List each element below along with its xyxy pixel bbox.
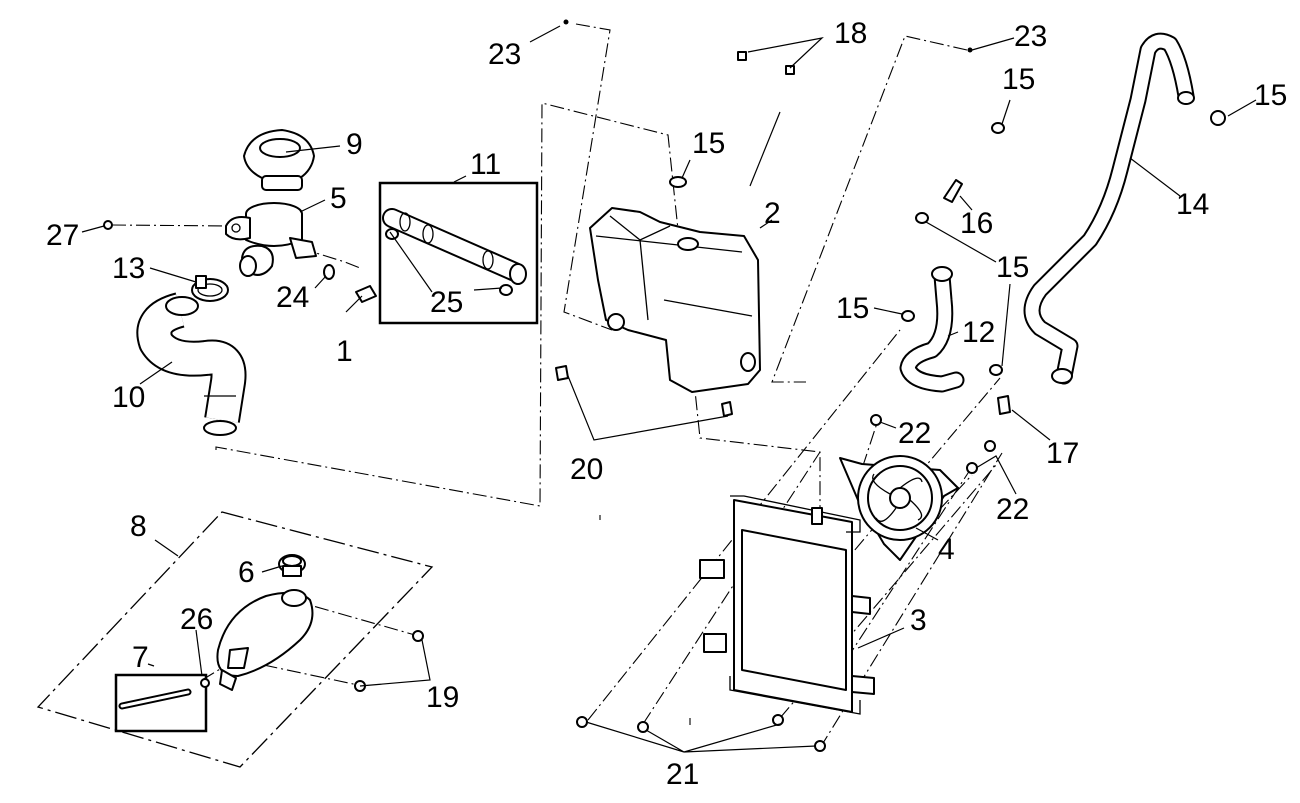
callout-4: 4 xyxy=(938,533,955,566)
kit-frame-8 xyxy=(36,511,434,768)
callout-27: 27 xyxy=(46,219,79,252)
clamp-15-e xyxy=(669,176,687,188)
callout-15-c: 15 xyxy=(1254,79,1287,112)
callout-labels: 1 2 3 4 5 6 7 8 9 10 11 12 13 14 15 15 1… xyxy=(46,17,1287,791)
small-hardware xyxy=(354,19,1226,752)
box-7 xyxy=(114,673,208,733)
part-16-fitting xyxy=(943,179,963,203)
part-11-group xyxy=(378,181,539,325)
screw-23-a xyxy=(563,19,569,25)
callout-17: 17 xyxy=(1046,437,1079,470)
callout-7: 7 xyxy=(132,641,149,674)
callout-11: 11 xyxy=(470,148,501,181)
part-2-reservoir xyxy=(589,207,761,393)
bolt-19-a xyxy=(412,630,424,642)
bolt-21-b xyxy=(637,721,649,733)
callout-24: 24 xyxy=(276,281,309,314)
clamp-15-b xyxy=(991,122,1005,134)
bolt-20-a xyxy=(555,365,569,381)
bolts-18 xyxy=(737,51,795,75)
part-27-screw xyxy=(103,220,113,230)
callout-15-b: 15 xyxy=(1002,63,1035,96)
bolt-21-a xyxy=(576,716,588,728)
clamp-15-c xyxy=(915,212,929,224)
callout-15-e: 15 xyxy=(836,292,869,325)
part-3-radiator xyxy=(699,495,875,715)
part-14-hose xyxy=(1023,32,1195,385)
callout-15-a: 15 xyxy=(692,127,725,160)
part-24-oring xyxy=(323,264,335,280)
callout-16: 16 xyxy=(960,207,993,240)
bolt-21-d xyxy=(814,740,826,752)
callout-22-b: 22 xyxy=(996,493,1029,526)
part-4-fan xyxy=(839,455,959,561)
part-13-clamp xyxy=(191,275,229,302)
callout-14: 14 xyxy=(1176,188,1209,221)
callout-23-b: 23 xyxy=(1014,20,1047,53)
callout-22-a: 22 xyxy=(898,417,931,450)
part-5-housing xyxy=(225,202,317,277)
part-9-cap xyxy=(243,129,315,191)
bolt-22-c xyxy=(966,462,978,474)
screw-23-b xyxy=(967,47,973,53)
part-17-fitting xyxy=(997,395,1011,415)
clamp-15-a xyxy=(1210,110,1226,126)
bolt-20-b xyxy=(721,401,733,417)
part-7-hose xyxy=(118,688,192,710)
part-12-hose xyxy=(899,266,965,393)
bolt-22-b xyxy=(984,440,996,452)
callout-13: 13 xyxy=(112,252,145,285)
clamp-15-d xyxy=(901,310,915,322)
callout-23-a: 23 xyxy=(488,38,521,71)
part-expansion-tank xyxy=(200,589,314,691)
callout-21: 21 xyxy=(666,758,699,791)
callout-26: 26 xyxy=(180,603,213,636)
callout-10: 10 xyxy=(112,381,145,414)
callout-3: 3 xyxy=(910,604,927,637)
callout-15-d: 15 xyxy=(996,251,1029,284)
callout-20: 20 xyxy=(570,453,603,486)
clamp-15-f xyxy=(989,364,1003,376)
callout-2: 2 xyxy=(764,197,781,230)
callout-5: 5 xyxy=(330,182,347,215)
callout-8: 8 xyxy=(130,510,147,543)
callout-25: 25 xyxy=(430,286,463,319)
callout-12: 12 xyxy=(962,316,995,349)
bolt-21-c xyxy=(772,714,784,726)
callout-19: 19 xyxy=(426,681,459,714)
callout-6: 6 xyxy=(238,556,255,589)
part-10-hose xyxy=(136,292,247,436)
callout-18: 18 xyxy=(834,17,867,50)
bolt-22-a xyxy=(870,414,882,426)
callout-1: 1 xyxy=(336,335,353,368)
leader-lines xyxy=(81,25,1257,753)
part-6-cap xyxy=(278,554,306,577)
callout-9: 9 xyxy=(346,128,363,161)
